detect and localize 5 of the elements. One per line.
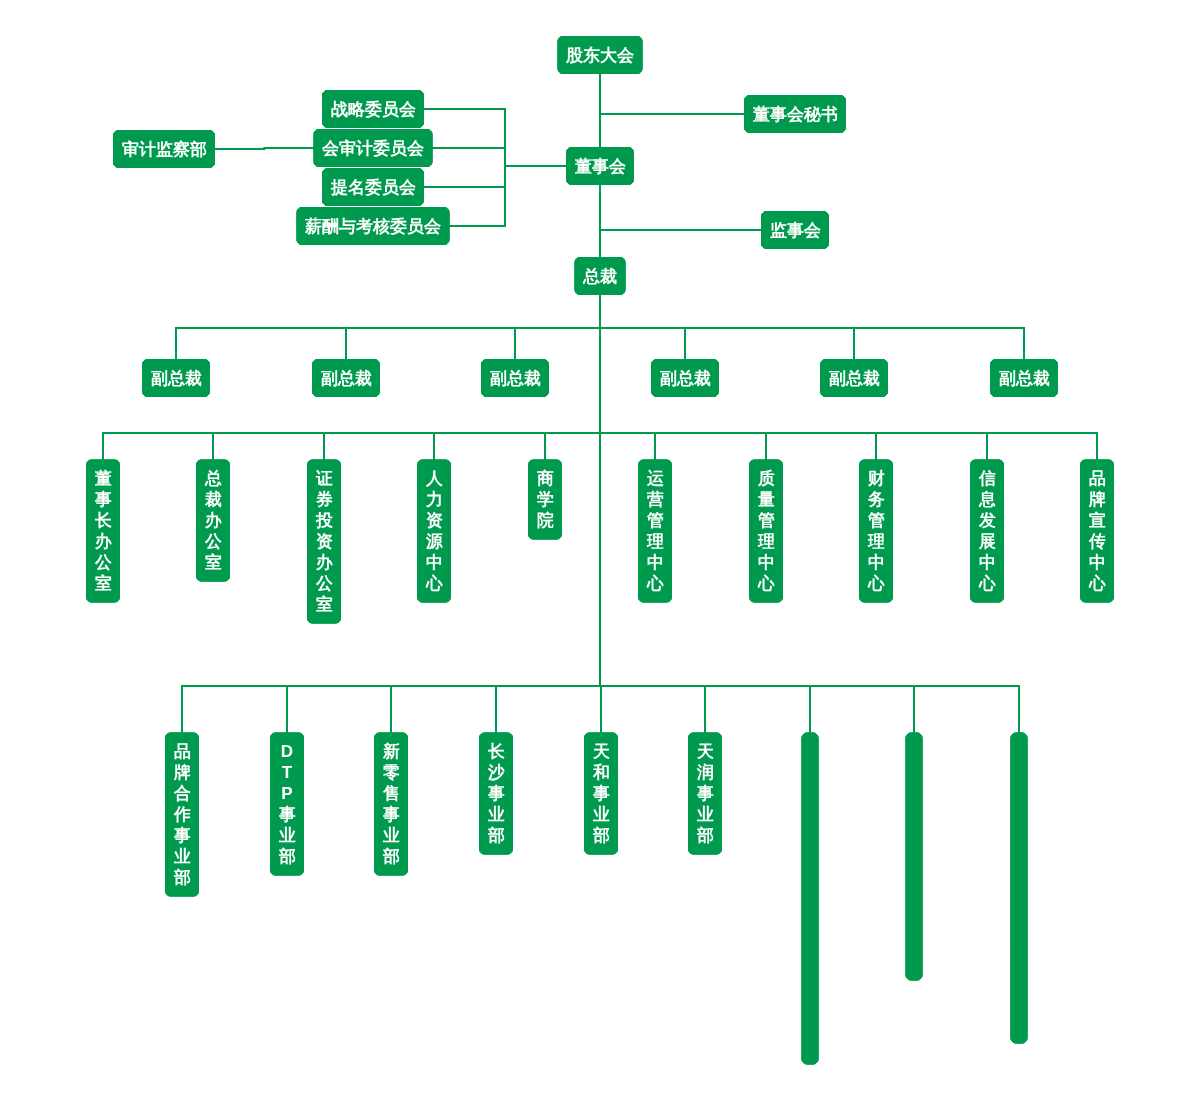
connector (213, 147, 315, 150)
connector (599, 183, 601, 259)
connector (599, 293, 1020, 734)
connector (599, 72, 601, 149)
connector (448, 165, 568, 227)
